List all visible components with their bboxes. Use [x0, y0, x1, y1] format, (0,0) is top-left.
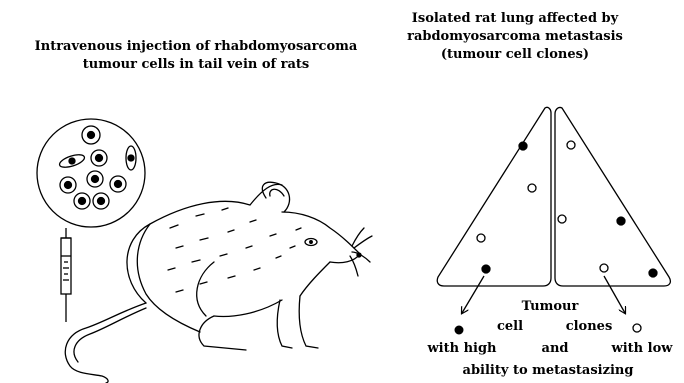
- low-metastatic-clone: [558, 215, 566, 223]
- tumour-cell: [93, 193, 109, 209]
- high-metastatic-clone: [519, 142, 527, 150]
- right-lung-lobe: [555, 107, 670, 286]
- legend-high-marker: [455, 326, 463, 334]
- arrow-low: [604, 276, 625, 313]
- tumour-cell: [74, 193, 90, 209]
- legend-low-marker: [633, 324, 641, 332]
- tumour-clones: [477, 141, 657, 277]
- tumour-cell: [126, 146, 136, 170]
- label-with-low: with low: [600, 340, 684, 358]
- tumour-cell: [110, 176, 126, 192]
- syringe-icon: [61, 228, 71, 322]
- arrow-high: [462, 276, 484, 313]
- label-clones: clones: [559, 318, 619, 336]
- high-metastatic-clone: [482, 265, 490, 273]
- low-metastatic-clone: [477, 234, 485, 242]
- label-ability: ability to metastasizing: [448, 362, 648, 380]
- tumour-cell: [58, 152, 86, 170]
- tumour-cell: [60, 177, 76, 193]
- left-lung-lobe: [437, 107, 551, 286]
- rat-lung: [437, 107, 670, 286]
- high-metastatic-clone: [617, 217, 625, 225]
- tumour-cell: [82, 126, 100, 144]
- low-metastatic-clone: [567, 141, 575, 149]
- high-metastatic-clone: [649, 269, 657, 277]
- label-tumour: Tumour: [510, 298, 590, 316]
- tumour-cells-circle: [37, 119, 145, 227]
- tumour-cell: [91, 150, 107, 166]
- label-cell: cell: [493, 318, 527, 336]
- rat-drawing: [65, 182, 372, 383]
- low-metastatic-clone: [528, 184, 536, 192]
- label-with-high: with high: [416, 340, 508, 358]
- tumour-cell: [87, 171, 103, 187]
- label-and: and: [535, 340, 575, 358]
- low-metastatic-clone: [600, 264, 608, 272]
